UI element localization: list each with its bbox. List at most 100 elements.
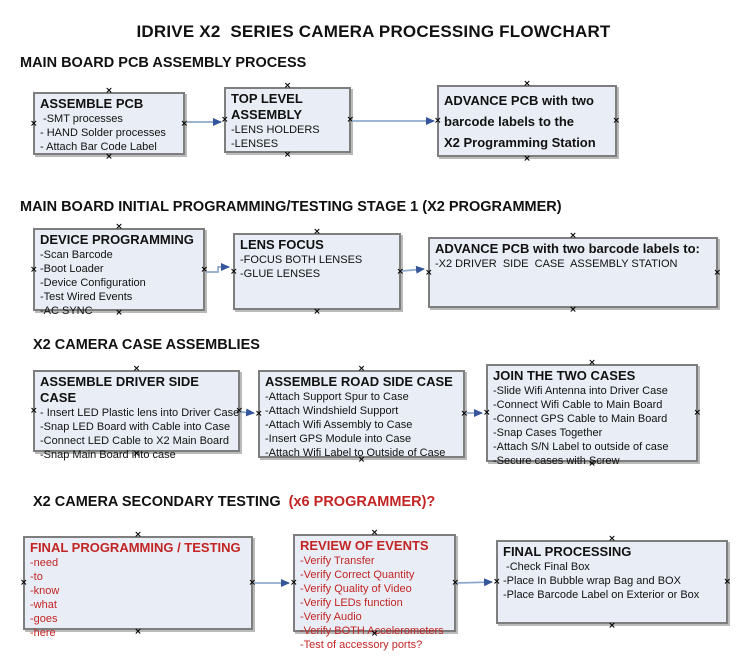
box-item: -Verify Transfer	[300, 555, 375, 567]
connection-handle-right-icon: ×	[713, 267, 721, 278]
connection-handle-top-icon: ×	[523, 79, 531, 89]
connection-handle-left-icon: ×	[221, 115, 229, 125]
box-item: -Verify Quality of Video	[300, 583, 412, 595]
box-item: -Test Wired Events	[40, 291, 133, 303]
page-title: IDRIVE X2 SERIES CAMERA PROCESSING FLOWC…	[136, 22, 611, 41]
connection-handle-bottom-icon: ×	[283, 150, 292, 160]
connection-handle-right-icon: ×	[451, 578, 459, 588]
connection-handle-top-icon: ×	[357, 364, 366, 374]
connection-handle-left-icon: ×	[30, 118, 38, 129]
box-item: -Snap Main Board into case	[40, 449, 176, 461]
connection-handle-left-icon: ×	[483, 408, 491, 418]
connection-handle-left-icon: ×	[290, 578, 298, 588]
box-item: -SMT processes	[40, 113, 123, 125]
connection-handle-bottom-icon: ×	[569, 305, 577, 315]
box-item: -Connect Wifi Cable to Main Board	[493, 399, 663, 411]
section-header-pcb-assembly: MAIN BOARD PCB ASSEMBLY PROCESS	[20, 55, 306, 71]
box-title: ASSEMBLE ROAD SIDE CASE	[265, 374, 453, 389]
box-item: -Snap LED Board with Cable into Case	[40, 421, 231, 433]
connection-handle-left-icon: ×	[493, 577, 501, 587]
box-item: -Insert GPS Module into Case	[265, 433, 412, 445]
box-title: FINAL PROCESSING	[503, 544, 632, 559]
connection-handle-right-icon: ×	[723, 577, 731, 587]
box-items: -X2 DRIVER SIDE CASE ASSEMBLY STATION	[435, 257, 712, 271]
box-title: ASSEMBLE PCB	[40, 96, 144, 111]
box-items: -SMT processes- HAND Solder processes- A…	[40, 112, 179, 154]
box-item: -Connect LED Cable to X2 Main Board	[40, 435, 229, 447]
connection-handle-bottom-icon: ×	[313, 307, 321, 317]
box-items: -FOCUS BOTH LENSES -GLUE LENSES	[240, 253, 395, 281]
connection-handle-right-icon: ×	[248, 578, 256, 588]
box-item: -Place Barcode Label on Exterior or Box	[503, 589, 700, 601]
flow-box-final-programming-testing: FINAL PROGRAMMING / TESTING -need-to-kno…	[20, 531, 256, 640]
box-title: FINAL PROGRAMMING / TESTING	[30, 540, 241, 555]
connection-handle-left-icon: ×	[30, 264, 38, 275]
box-item: -Attach Support Spur to Case	[265, 391, 409, 403]
connection-handle-left-icon: ×	[255, 409, 263, 419]
box-item: -LENS HOLDERS	[231, 124, 320, 136]
flow-box-advance-pcb-to-driver-side-station: ADVANCE PCB with two barcode labels to: …	[425, 232, 721, 315]
connection-handle-top-icon: ×	[132, 364, 141, 374]
connection-handle-right-icon: ×	[612, 116, 620, 126]
flow-box-assemble-pcb: ASSEMBLE PCB -SMT processes - HAND Solder…	[30, 87, 188, 162]
connection-handle-top-icon: ×	[283, 81, 292, 91]
flow-box-lens-focus: LENS FOCUS -FOCUS BOTH LENSES -GLUE LENSE…	[230, 228, 404, 317]
connection-handle-top-icon: ×	[588, 358, 596, 368]
box-item: -Boot Loader	[40, 263, 104, 275]
box-item: -to	[30, 571, 43, 583]
box-item: -here	[30, 627, 56, 639]
box-item: -Verify Correct Quantity	[300, 569, 415, 581]
connection-handle-bottom-icon: ×	[608, 621, 616, 631]
box-items: -Slide Wifi Antenna into Driver Case-Con…	[493, 384, 692, 468]
box-title: LENS FOCUS	[240, 237, 324, 252]
connection-handle-left-icon: ×	[230, 266, 238, 277]
flow-connector	[206, 263, 230, 273]
connection-handle-bottom-icon: ×	[105, 152, 113, 162]
box-item: -need	[30, 557, 59, 569]
box-title: ADVANCE PCB with two barcode labels to t…	[444, 93, 596, 150]
box-item: -FOCUS BOTH LENSES	[240, 254, 363, 266]
box-item: -Connect GPS Cable to Main Board	[493, 413, 668, 425]
box-item: -what	[30, 599, 57, 611]
box-item: -Scan Barcode	[40, 249, 113, 261]
connection-handle-right-icon: ×	[180, 118, 188, 129]
flow-connector	[240, 408, 255, 417]
box-item: -Attach Windshield Support	[265, 405, 399, 417]
connection-handle-left-icon: ×	[425, 267, 433, 278]
box-items: -LENS HOLDERS-LENSES	[231, 123, 345, 151]
box-items: - Insert LED Plastic lens into Driver Ca…	[40, 406, 239, 462]
box-item: -Device Configuration	[40, 277, 146, 289]
section-header-case-assemblies: X2 CAMERA CASE ASSEMBLIES	[33, 337, 260, 353]
connection-handle-right-icon: ×	[693, 408, 701, 418]
section-header-red-suffix: (x6 PROGRAMMER)?	[284, 494, 436, 510]
box-item: -goes	[30, 613, 58, 625]
flow-box-assemble-road-side-case: ASSEMBLE ROAD SIDE CASE -Attach Support …	[255, 365, 468, 465]
flow-box-join-the-two-cases: JOIN THE TWO CASES -Slide Wifi Antenna i…	[483, 359, 701, 469]
flow-box-review-of-events: REVIEW OF EVENTS -Verify Transfer -Verify…	[290, 529, 459, 652]
box-items: -Scan Barcode -Boot Loader -Device Configu…	[40, 248, 199, 318]
box-item: -Verify Audio	[300, 611, 362, 623]
box-item: -AC SYNC	[40, 305, 93, 317]
box-title: DEVICE PROGRAMMING	[40, 232, 194, 247]
box-title: ADVANCE PCB with two barcode labels to:	[435, 241, 700, 256]
box-item: -GLUE LENSES	[240, 268, 321, 280]
connection-handle-bottom-icon: ×	[523, 154, 531, 164]
connection-handle-top-icon: ×	[569, 231, 577, 241]
connection-handle-top-icon: ×	[313, 227, 321, 237]
section-header-text: MAIN BOARD INITIAL PROGRAMMING/TESTING S…	[20, 199, 562, 215]
connection-handle-top-icon: ×	[115, 222, 123, 232]
box-items: -Attach Support Spur to Case -Attach Wind…	[265, 390, 459, 460]
flow-box-device-programming: DEVICE PROGRAMMING -Scan Barcode -Boot Lo…	[30, 223, 208, 318]
box-item: -Attach Wifi Label to Outside of Case	[265, 447, 446, 459]
box-title: JOIN THE TWO CASES	[493, 368, 636, 383]
box-item: -Attach Wifi Assembly to Case	[265, 419, 413, 431]
box-item: -Verify LEDs function	[300, 597, 403, 609]
box-item: -X2 DRIVER SIDE CASE ASSEMBLY STATION	[435, 258, 678, 270]
connection-handle-left-icon: ×	[30, 406, 38, 416]
flow-box-top-level-assembly: TOP LEVEL ASSEMBLY -LENS HOLDERS-LENSES …	[221, 82, 354, 160]
connection-handle-right-icon: ×	[396, 266, 404, 277]
box-title: REVIEW OF EVENTS	[300, 538, 429, 553]
connection-handle-top-icon: ×	[370, 528, 379, 538]
box-item: - HAND Solder processes	[40, 127, 166, 139]
